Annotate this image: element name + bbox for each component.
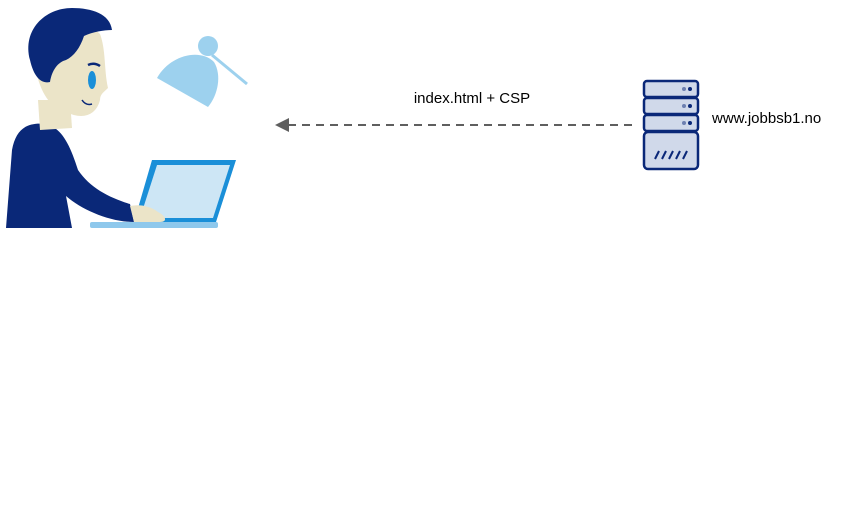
desk-lamp-icon	[157, 36, 248, 107]
shirt-shape	[6, 123, 134, 228]
hair-shape	[28, 8, 113, 83]
edge-label: index.html + CSP	[413, 90, 531, 107]
user-laptop-illustration	[6, 8, 248, 228]
server-icon	[642, 79, 700, 171]
laptop-icon	[90, 160, 236, 228]
arrowhead-icon	[275, 118, 289, 132]
response-arrow	[275, 118, 634, 132]
server-label: www.jobbsb1.no	[712, 110, 822, 127]
